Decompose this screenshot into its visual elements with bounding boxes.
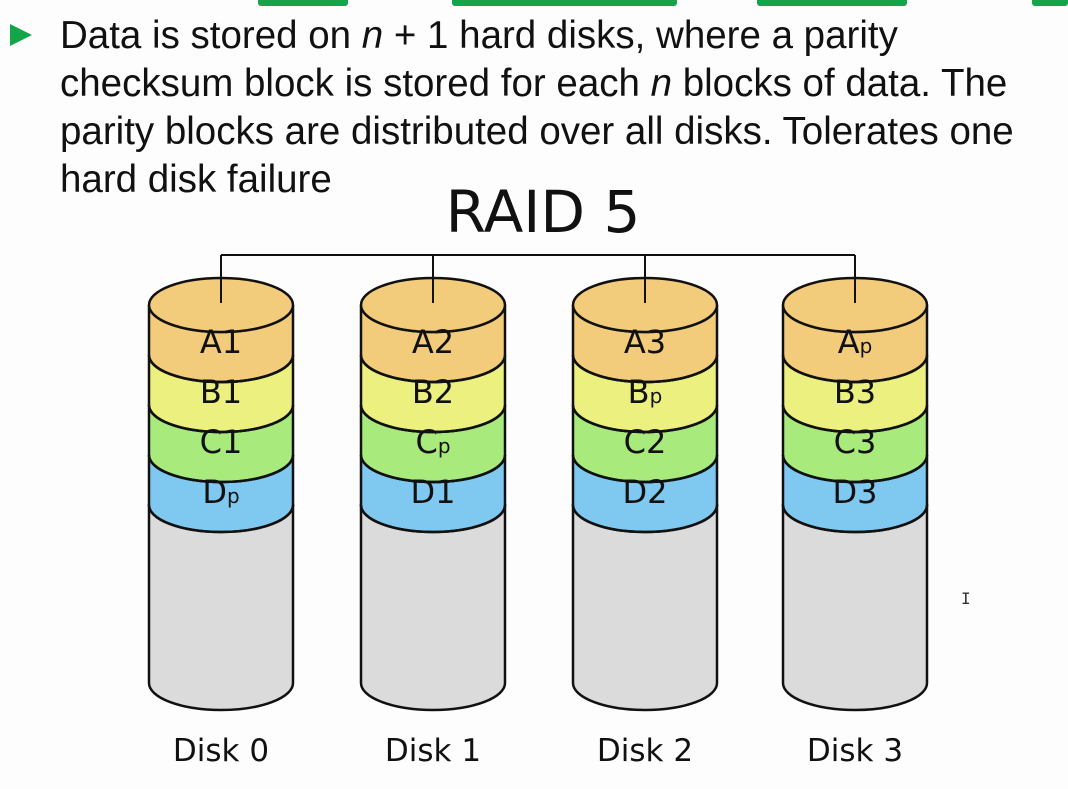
block-label: C1 (200, 423, 243, 461)
disk-block-separator (359, 404, 507, 434)
disk-label: Disk 1 (385, 733, 481, 769)
bullet-text-part: + 1 hard disks, where a parity checksum … (60, 14, 898, 105)
block-label: B2 (412, 373, 454, 411)
block-label: D2 (623, 473, 668, 511)
block-label: A3 (624, 323, 666, 361)
disk-block-separator (147, 504, 295, 534)
block-label: C3 (834, 423, 877, 461)
bullet-variable-n: n (361, 14, 384, 57)
bullet-variable-n: n (650, 62, 673, 105)
disk-body (571, 503, 719, 712)
block-label-parity-subscript: p (227, 484, 240, 508)
block-label: Dp (202, 473, 239, 511)
block-label-base: C1 (200, 423, 243, 461)
bullet-text-part: blocks of data. The parity blocks are di… (60, 62, 1014, 201)
disk-label: Disk 3 (807, 733, 903, 769)
header-fragment (258, 0, 348, 6)
disk-block-separator (781, 354, 929, 384)
block-label-base: D2 (623, 473, 668, 511)
block-label: D3 (833, 473, 878, 511)
block-label: D1 (411, 473, 456, 511)
block-label-base: D (202, 473, 227, 511)
block-label-base: C3 (834, 423, 877, 461)
disk-block-separator (781, 404, 929, 434)
disk-block-separator (147, 354, 295, 384)
disk-body (781, 503, 929, 712)
disk-block-separator (359, 354, 507, 384)
block-label: B3 (834, 373, 876, 411)
disk-block-separator (571, 504, 719, 534)
disk-block-separator (359, 454, 507, 484)
block-label-base: B2 (412, 373, 454, 411)
disk-body (147, 503, 295, 712)
disk-block-separator (571, 454, 719, 484)
disk-block-separator (781, 454, 929, 484)
disk-block-separator (571, 354, 719, 384)
block-label-base: D1 (411, 473, 456, 511)
header-fragment (1032, 0, 1068, 6)
block-label: A2 (412, 323, 454, 361)
bullet-arrow-icon (10, 24, 32, 46)
block-label-base: B (628, 373, 650, 411)
bullet-text: Data is stored on n + 1 hard disks, wher… (60, 12, 1065, 204)
block-label-base: C2 (624, 423, 667, 461)
block-label: B1 (200, 373, 242, 411)
disk-block-separator (571, 404, 719, 434)
block-label-base: A1 (200, 323, 242, 361)
disk-block-separator (147, 404, 295, 434)
block-label-base: B3 (834, 373, 876, 411)
block-label-base: A (838, 323, 860, 361)
text-cursor-icon: I (961, 589, 971, 608)
block-label-parity-subscript: p (860, 334, 873, 358)
block-label: Bp (628, 373, 663, 411)
disk-block-separator (147, 454, 295, 484)
header-fragment (452, 0, 677, 6)
slide-header-band (0, 0, 1068, 8)
disk-label: Disk 2 (597, 733, 693, 769)
header-fragment (757, 0, 907, 6)
disk-body (359, 503, 507, 712)
block-label-base: C (415, 423, 437, 461)
block-label-base: A2 (412, 323, 454, 361)
block-label: A1 (200, 323, 242, 361)
block-label-base: D3 (833, 473, 878, 511)
disk-block-separator (781, 504, 929, 534)
block-label: Cp (415, 423, 450, 461)
block-label-parity-subscript: p (438, 434, 451, 458)
diagram-title: RAID 5 (446, 178, 641, 246)
block-label-base: A3 (624, 323, 666, 361)
bullet-text-part: Data is stored on (60, 14, 362, 57)
block-label: Ap (838, 323, 873, 361)
block-label-parity-subscript: p (650, 384, 663, 408)
block-label-base: B1 (200, 373, 242, 411)
block-label: C2 (624, 423, 667, 461)
disk-block-separator (359, 504, 507, 534)
disk-label: Disk 0 (173, 733, 269, 769)
